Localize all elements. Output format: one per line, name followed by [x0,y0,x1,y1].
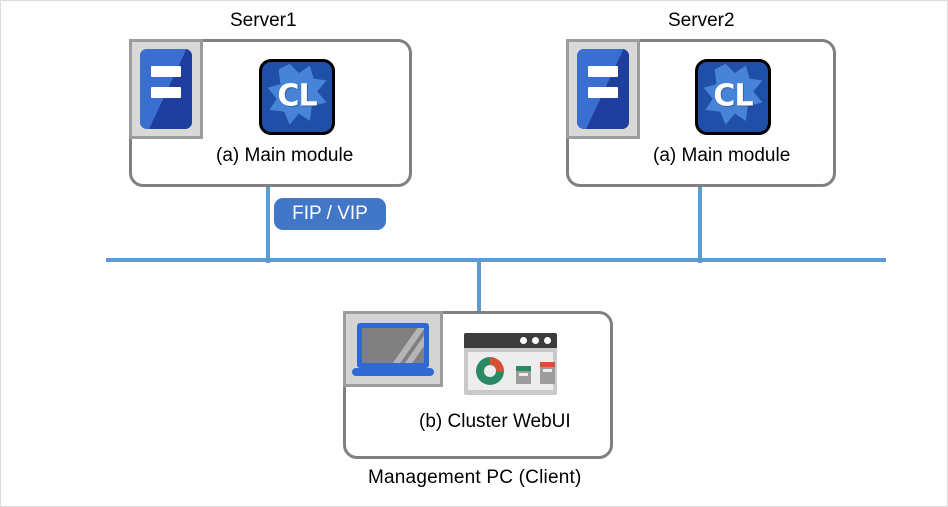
browser-content-area [468,352,555,390]
gauge-indicator-red-icon [540,362,555,384]
gauge-cap [540,362,555,367]
server-icon-body [577,49,629,129]
cl-icon-text: CL [277,78,317,114]
server-icon-bar-bottom [151,87,181,98]
browser-titlebar [464,333,557,348]
management-pc-title: Management PC (Client) [368,467,582,488]
fip-vip-badge-label: FIP / VIP [292,203,368,224]
laptop-base [352,368,434,376]
server-icon-body [140,49,192,129]
server1-server-icon [129,39,203,139]
management-pc-laptop-icon [343,311,443,387]
browser-dot-icon [520,337,527,344]
server-icon-bar-top [588,66,618,77]
laptop-screen [357,323,429,368]
server2-network-connector [698,187,702,263]
server2-title: Server2 [668,10,735,31]
gauge-indicator-green-icon [516,366,531,384]
fip-vip-badge: FIP / VIP [274,198,386,230]
gauge-cap [516,366,531,371]
server2-clusterpro-cl-icon: CL [695,59,771,135]
browser-dot-icon [532,337,539,344]
gauge-notch [543,369,552,372]
network-bus-line [106,258,886,262]
server2-server-icon [566,39,640,139]
donut-chart-icon [476,357,504,385]
server-icon-bar-top [151,66,181,77]
browser-dot-icon [544,337,551,344]
server2-module-label: (a) Main module [653,145,791,166]
gauge-notch [519,373,528,376]
management-pc-network-connector [477,258,481,313]
server1-network-connector [266,187,270,263]
server1-clusterpro-cl-icon: CL [259,59,335,135]
server1-title: Server1 [230,10,297,31]
cl-icon-text: CL [713,78,753,114]
server-icon-bar-bottom [588,87,618,98]
server1-module-label: (a) Main module [216,145,354,166]
cl-icon-splash-shape [267,63,327,125]
cl-icon-splash-shape [703,63,763,125]
management-pc-browser-webui-icon [464,333,557,395]
management-pc-module-label: (b) Cluster WebUI [419,411,571,432]
